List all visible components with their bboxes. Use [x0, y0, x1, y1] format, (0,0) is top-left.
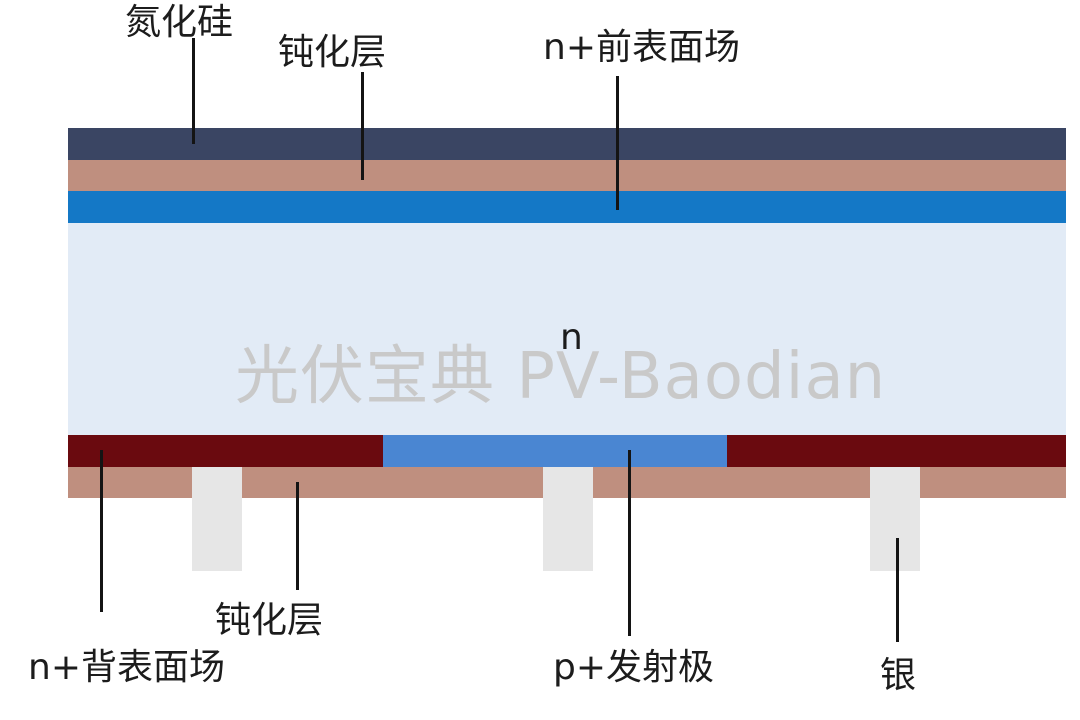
label-emitter: p+发射极 [553, 647, 715, 688]
label-passivation-top: 钝化层 [278, 32, 387, 73]
p-emitter-region [383, 435, 727, 467]
label-n-bulk: n [560, 317, 583, 358]
silicon-nitride-layer [68, 128, 1066, 160]
label-back-surface-field: n+背表面场 [28, 647, 225, 688]
leader-line-back-surface-field [100, 450, 103, 612]
leader-line-passivation-top [361, 72, 364, 180]
silver-contact [192, 467, 242, 571]
silver-contact [543, 467, 593, 571]
leader-line-passivation-bottom [296, 482, 299, 590]
back-surface-field-left [68, 435, 383, 467]
silver-contact [870, 467, 920, 571]
leader-line-front-surface-field [616, 76, 619, 210]
leader-line-emitter [628, 450, 631, 636]
label-front-surface-field: n+前表面场 [543, 27, 740, 68]
back-surface-field-right [727, 435, 1066, 467]
front-surface-field-layer [68, 191, 1066, 223]
label-passivation-bottom: 钝化层 [215, 600, 324, 641]
top-passivation-layer [68, 160, 1066, 191]
n-bulk-layer [68, 223, 1066, 435]
watermark: 光伏宝典 PV-Baodian [235, 340, 887, 414]
leader-line-silicon-nitride [192, 38, 195, 144]
label-silver: 银 [880, 655, 917, 696]
leader-line-silver [896, 538, 899, 642]
label-silicon-nitride: 氮化硅 [125, 2, 234, 43]
